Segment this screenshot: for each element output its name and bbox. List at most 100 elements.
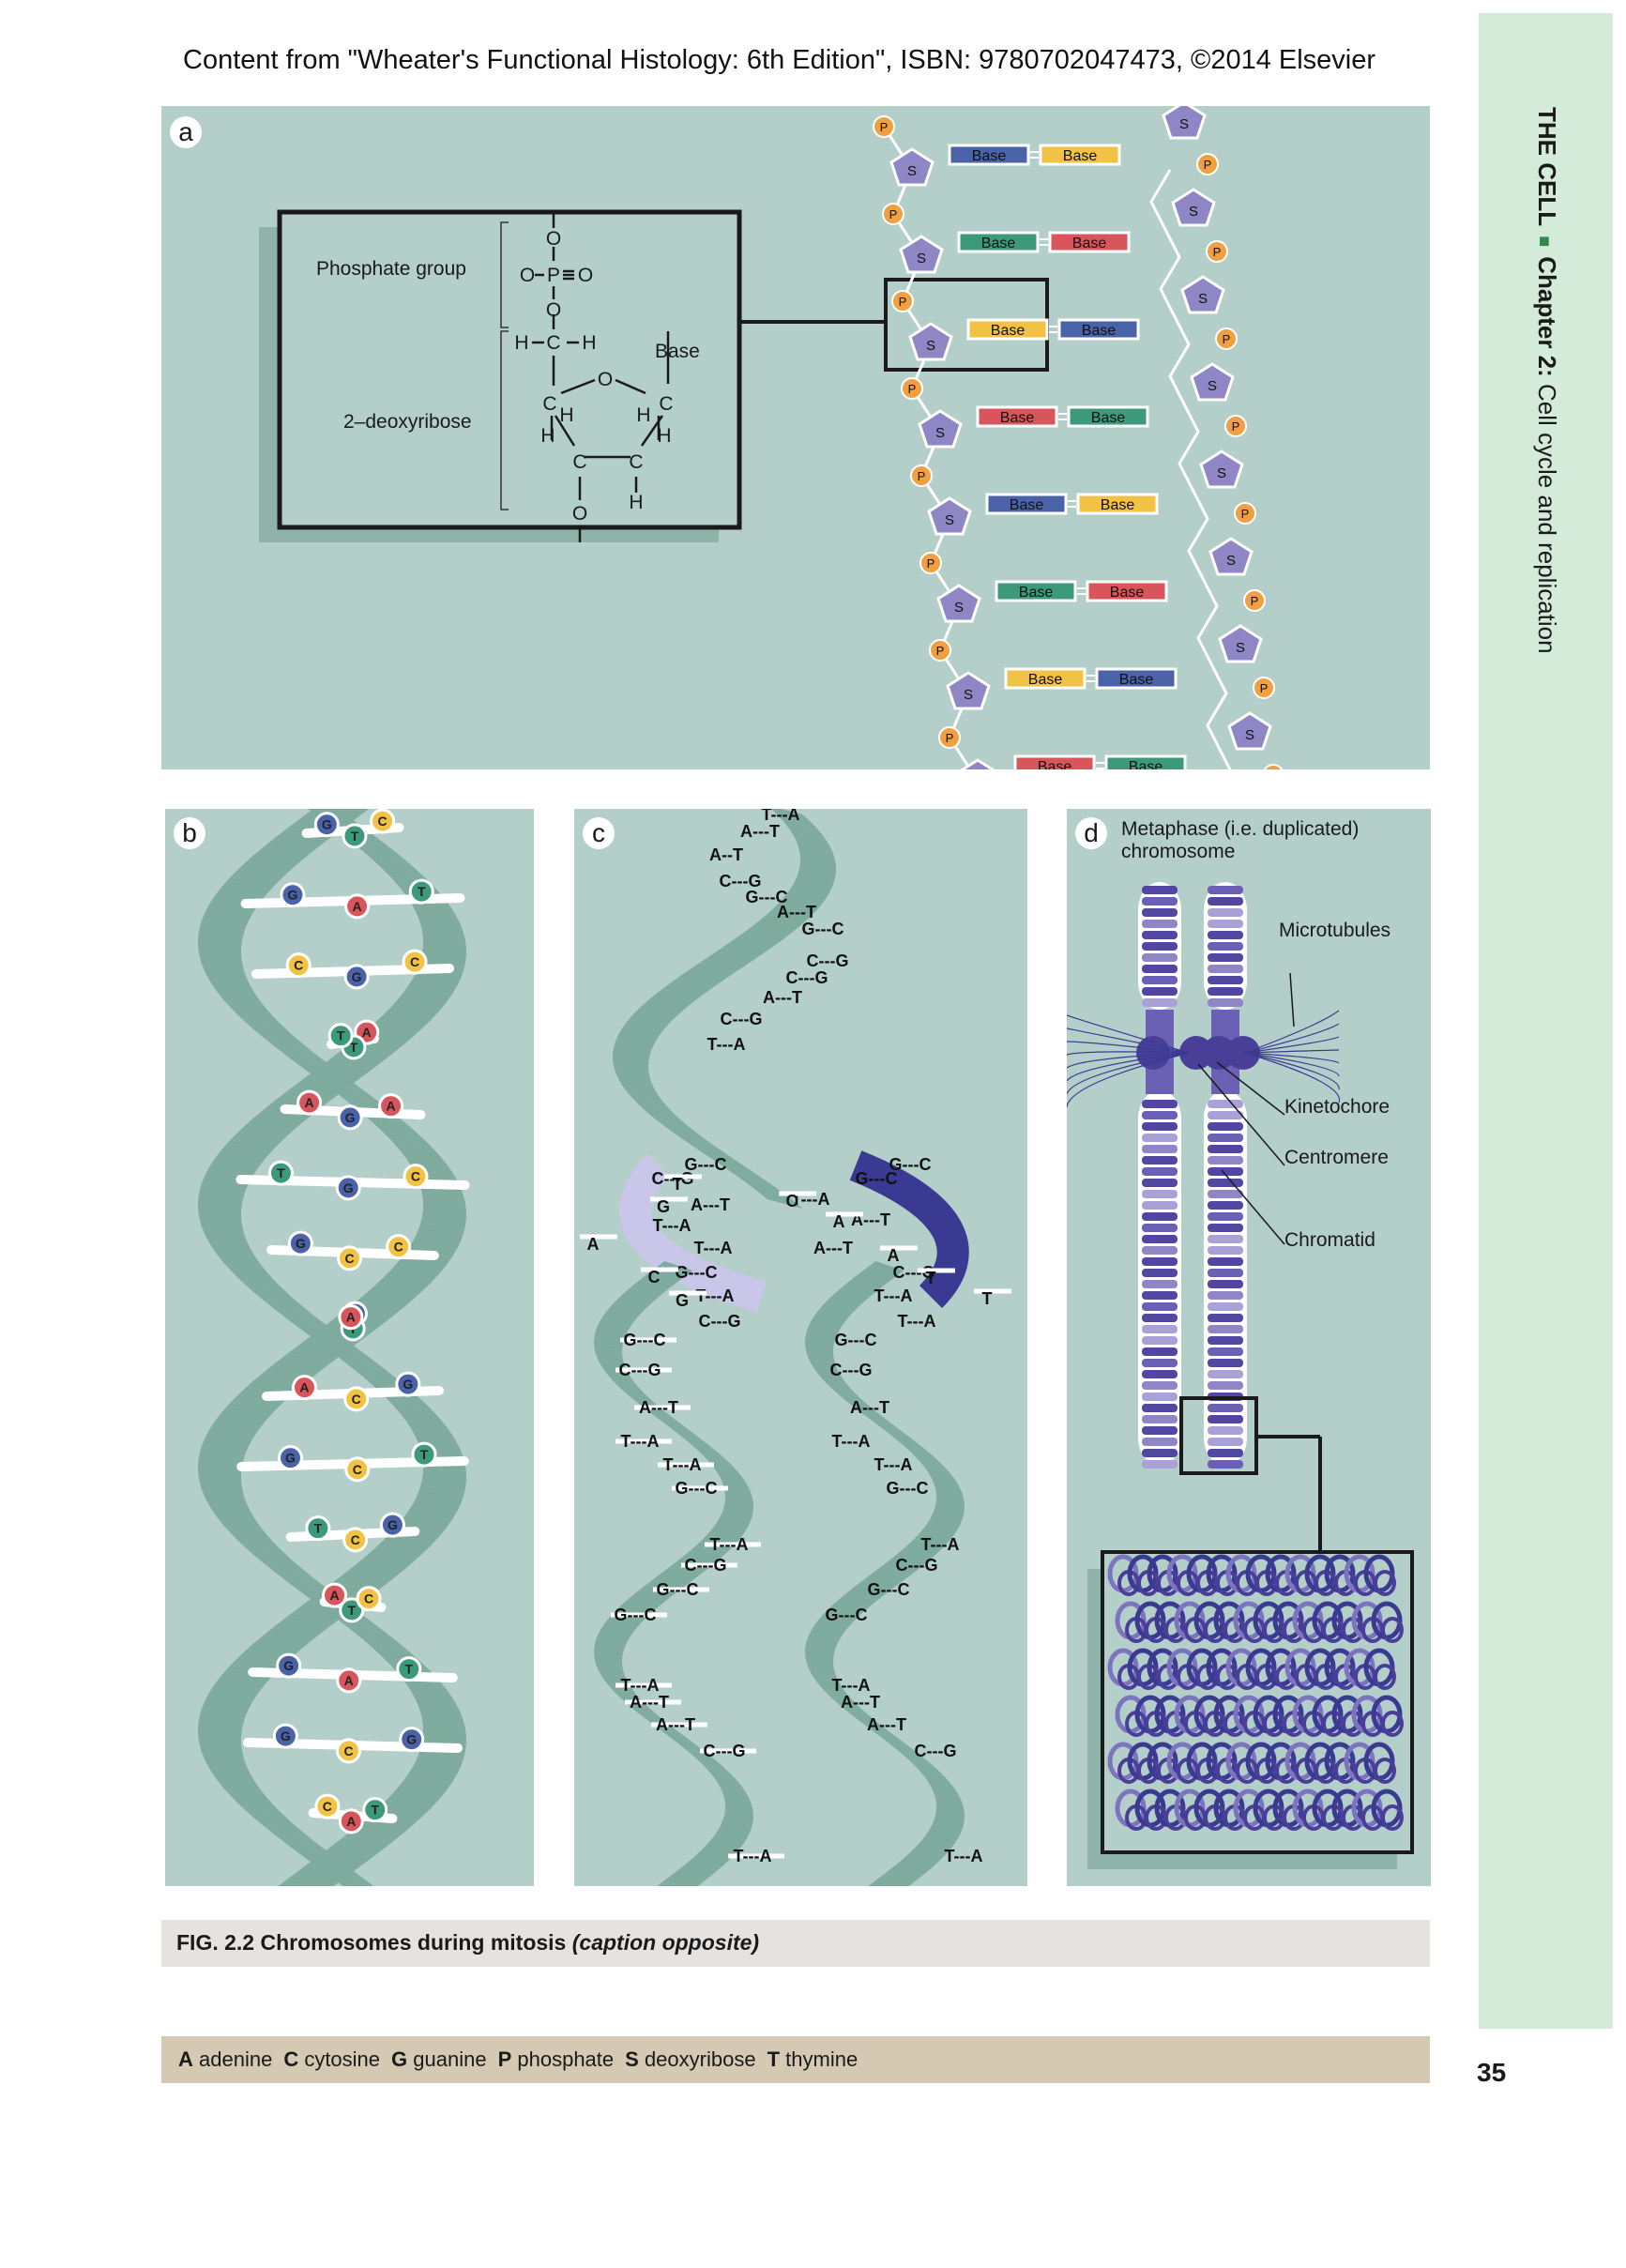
chromosome-band — [1142, 1280, 1178, 1288]
sugar-label: S — [1198, 291, 1208, 307]
base-pair-label: C---G — [786, 968, 828, 987]
chromosome-band — [1142, 1370, 1178, 1378]
base-pair-label: T---A — [653, 1216, 691, 1235]
phosphate-label: P — [946, 731, 954, 745]
chromosome-band — [1208, 1212, 1243, 1221]
sugar-label: S — [1245, 727, 1254, 743]
base-letter: T — [337, 1028, 345, 1043]
base-letter: A — [387, 1099, 396, 1114]
chem-h-2: H — [582, 332, 596, 354]
single-base-label: G — [657, 1197, 670, 1216]
base-bar-label: Base — [1019, 585, 1054, 601]
base-letter: A — [346, 1814, 356, 1829]
base-bar-label: Base — [1072, 236, 1107, 251]
chem-h-1: H — [514, 332, 528, 354]
base-letter: A — [305, 1095, 314, 1110]
base-letter: A — [299, 1380, 309, 1395]
chromosome-band — [1208, 1336, 1243, 1345]
base-bar-label: Base — [1038, 759, 1072, 769]
base-bar-label: Base — [1028, 672, 1063, 688]
chromosome-band — [1142, 1111, 1178, 1119]
base-pair-label: T---A — [621, 1432, 660, 1451]
sugar-label: S — [1217, 465, 1226, 481]
base-letter: A — [353, 899, 362, 914]
panel-d-metaphase-chromosome: d Metaphase (i.e. duplicated) chromosome… — [1067, 809, 1431, 1886]
chromosome-band — [1142, 1246, 1178, 1255]
chromosome-band — [1142, 1190, 1178, 1198]
chromosome-band — [1208, 1438, 1243, 1446]
single-base-label: G — [676, 1291, 689, 1310]
single-base-label: C — [786, 1192, 798, 1210]
base-letter: C — [410, 954, 419, 969]
chromosome-band — [1208, 1415, 1243, 1423]
base-letter: G — [352, 969, 362, 984]
chromosome-band — [1142, 976, 1178, 984]
panel-label-c: c — [583, 817, 615, 849]
base-pair-label: A---T — [777, 903, 816, 921]
chromosome-band — [1142, 1336, 1178, 1345]
figure-caption: FIG. 2.2 Chromosomes during mitosis (cap… — [176, 1930, 759, 1956]
phosphate-label: P — [1204, 158, 1212, 172]
single-base-label: C — [648, 1268, 661, 1286]
legend-item: A adenine — [178, 2047, 272, 2071]
base-letter: G — [296, 1236, 306, 1251]
chromosome-band — [1142, 987, 1178, 996]
base-pair-label: T---A — [874, 1455, 913, 1474]
base-letter: A — [344, 1673, 354, 1688]
legend-item: S deoxyribose — [625, 2047, 755, 2071]
base-letter: T — [314, 1521, 323, 1536]
base-bar-label: Base — [972, 148, 1007, 164]
sugar-label: S — [1189, 204, 1198, 220]
chem-o-3: O — [578, 265, 593, 286]
double-helix-diagram: CTGTAGCGCATTAGATGCGCCGTAGCATCGGCTATCGATG… — [165, 809, 534, 1886]
chromosome-band — [1142, 931, 1178, 939]
legend-item: G guanine — [391, 2047, 487, 2071]
base-pair-label: G---C — [657, 1580, 699, 1599]
chromosome-band — [1208, 1314, 1243, 1322]
single-base-label: T — [982, 1289, 993, 1308]
chromosome-band — [1208, 1325, 1243, 1333]
base-pair-label: A---T — [639, 1398, 678, 1417]
chromosome-band — [1142, 1212, 1178, 1221]
chromosome-band — [1142, 1291, 1178, 1300]
chromosome-band — [1142, 1257, 1178, 1266]
base-letter: G — [281, 1728, 291, 1743]
phosphate-label: P — [908, 382, 917, 396]
chromosome-band — [1208, 942, 1243, 951]
base-pair-label: G---C — [802, 920, 844, 938]
chromosome-band — [1208, 1134, 1243, 1142]
base-pair-label: C---G — [830, 1361, 873, 1379]
chromosome-band — [1208, 976, 1243, 984]
base-letter: C — [411, 1169, 420, 1184]
phosphate-label: P — [1260, 681, 1269, 695]
chromosome-band — [1142, 965, 1178, 973]
chromosome-band — [1208, 1269, 1243, 1277]
base-letter: C — [353, 1462, 362, 1477]
chem-c-2: C — [629, 451, 643, 473]
chromosome-band — [1208, 998, 1243, 1007]
chromosome-band — [1208, 987, 1243, 996]
chromosome-band — [1208, 953, 1243, 962]
base-letter: G — [388, 1517, 398, 1532]
base-pair-label: T---A — [707, 1035, 746, 1054]
chromosome-band — [1142, 1347, 1178, 1356]
base-pair-label: C---G — [704, 1742, 746, 1760]
base-pair-label: T---A — [945, 1847, 983, 1865]
chromosome-band — [1208, 1111, 1243, 1119]
chromosome-band — [1142, 1393, 1178, 1401]
base-pair-label: T---A — [874, 1286, 913, 1305]
chromosome-band — [1142, 1404, 1178, 1412]
base-bar-label: Base — [981, 236, 1016, 251]
chapter-number: Chapter 2: — [1533, 256, 1561, 377]
phosphate-label: P — [880, 120, 889, 134]
chromosome-band — [1142, 1201, 1178, 1210]
abbreviation-legend-bar: A adenineC cytosineG guanineP phosphateS… — [161, 2036, 1430, 2083]
chromosome-band — [1142, 1235, 1178, 1243]
kinetochore-label: Kinetochore — [1284, 1096, 1390, 1119]
base-bar-label: Base — [1129, 759, 1163, 769]
single-base-label: A — [833, 1212, 845, 1231]
chromosome-band — [1142, 1460, 1178, 1469]
chromosome-band — [1208, 1122, 1243, 1131]
chem-c-1: C — [659, 393, 673, 415]
base-pair-label: T---A — [710, 1535, 749, 1554]
